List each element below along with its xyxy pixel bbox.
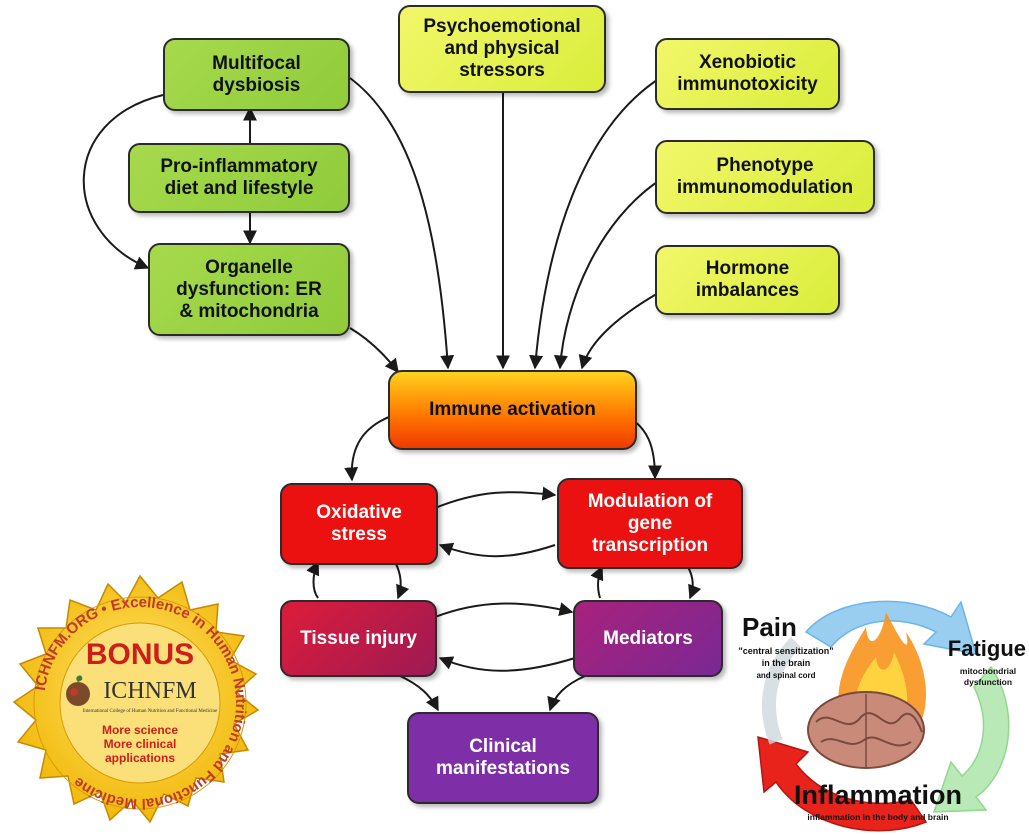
seal-heading: BONUS [86, 638, 194, 671]
arrow-oxidative-to-tissue [394, 561, 410, 600]
seal-line1: More science [102, 723, 178, 737]
brain-icon [807, 691, 925, 769]
arrow-mediators-to-tissue [438, 656, 576, 672]
cycle-red-arrow [757, 735, 928, 832]
pain-line2: in the brain [762, 658, 811, 668]
node-phenotype-immunomodulation: Phenotype immunomodulation [655, 140, 875, 214]
seal-line2: More clinical [104, 737, 177, 751]
cycle-gray-arc [762, 637, 802, 745]
node-psychoemotional-stressors: Psychoemotional and physical stressors [398, 5, 606, 93]
arrow-phenotype-to-immune [553, 179, 661, 370]
node-xenobiotic-immunotoxicity: Xenobiotic immunotoxicity [655, 38, 840, 110]
node-proinflammatory-diet: Pro-inflammatory diet and lifestyle [128, 143, 350, 213]
inflammation-title: Inflammation [794, 780, 962, 810]
pain-line1: "central sensitization" [738, 646, 833, 656]
arrow-modulation-to-mediators [687, 566, 702, 600]
inflammation-line1: inflammation in the body and brain [807, 812, 948, 822]
node-hormone-imbalances: Hormone imbalances [655, 245, 840, 315]
pain-title: Pain [742, 612, 797, 642]
arrow-tissue-to-oxidative [306, 560, 320, 599]
seal-line3: applications [105, 751, 175, 765]
arrow-dysbiosis-to-immune [349, 77, 455, 370]
node-clinical-manifestations: Clinical manifestations [407, 712, 599, 804]
arrow-modulation-to-oxidative [438, 542, 556, 558]
seal-logo-text: ICHNFM [103, 678, 196, 704]
node-immune-activation: Immune activation [388, 370, 637, 450]
seal-logo-icon [66, 675, 90, 706]
bonus-seal: ICHNFM.ORG • Excellence in Human Nutriti… [12, 574, 260, 824]
fatigue-title: Fatigue [948, 636, 1026, 661]
seal-logo-subtitle: International College of Human Nutrition… [83, 709, 218, 714]
node-tissue-injury: Tissue injury [280, 600, 437, 677]
node-multifocal-dysbiosis: Multifocal dysbiosis [163, 38, 350, 111]
arrow-hormone-to-immune [578, 291, 661, 370]
pain-fatigue-inflammation-cycle: Pain "central sensitization" in the brai… [738, 600, 1026, 832]
cycle-green-arrow [932, 665, 1010, 813]
arrow-dysbiosis-to-organelle [82, 94, 164, 270]
arrow-mediators-to-modulation [590, 565, 604, 599]
arrow-tissue-to-mediators [434, 602, 574, 618]
node-oxidative-stress: Oxidative stress [280, 483, 438, 565]
node-modulation-gene-transcription: Modulation of gene transcription [557, 478, 743, 569]
pain-line3: and spinal cord [756, 671, 815, 680]
arrow-mediators-to-clinical [547, 675, 586, 712]
fatigue-line2: dysfunction [964, 677, 1012, 687]
node-organelle-dysfunction: Organelle dysfunction: ER & mitochondria [148, 243, 350, 336]
arrow-oxidative-to-modulation [434, 486, 557, 509]
cycle-blue-arrow [804, 600, 978, 655]
arrow-organelle-to-immune [349, 327, 399, 374]
node-mediators: Mediators [573, 600, 723, 677]
arrow-tissue-to-clinical [397, 674, 439, 712]
fatigue-line1: mitochondrial [960, 666, 1016, 676]
arrow-xenobiotic-to-immune [529, 77, 661, 370]
